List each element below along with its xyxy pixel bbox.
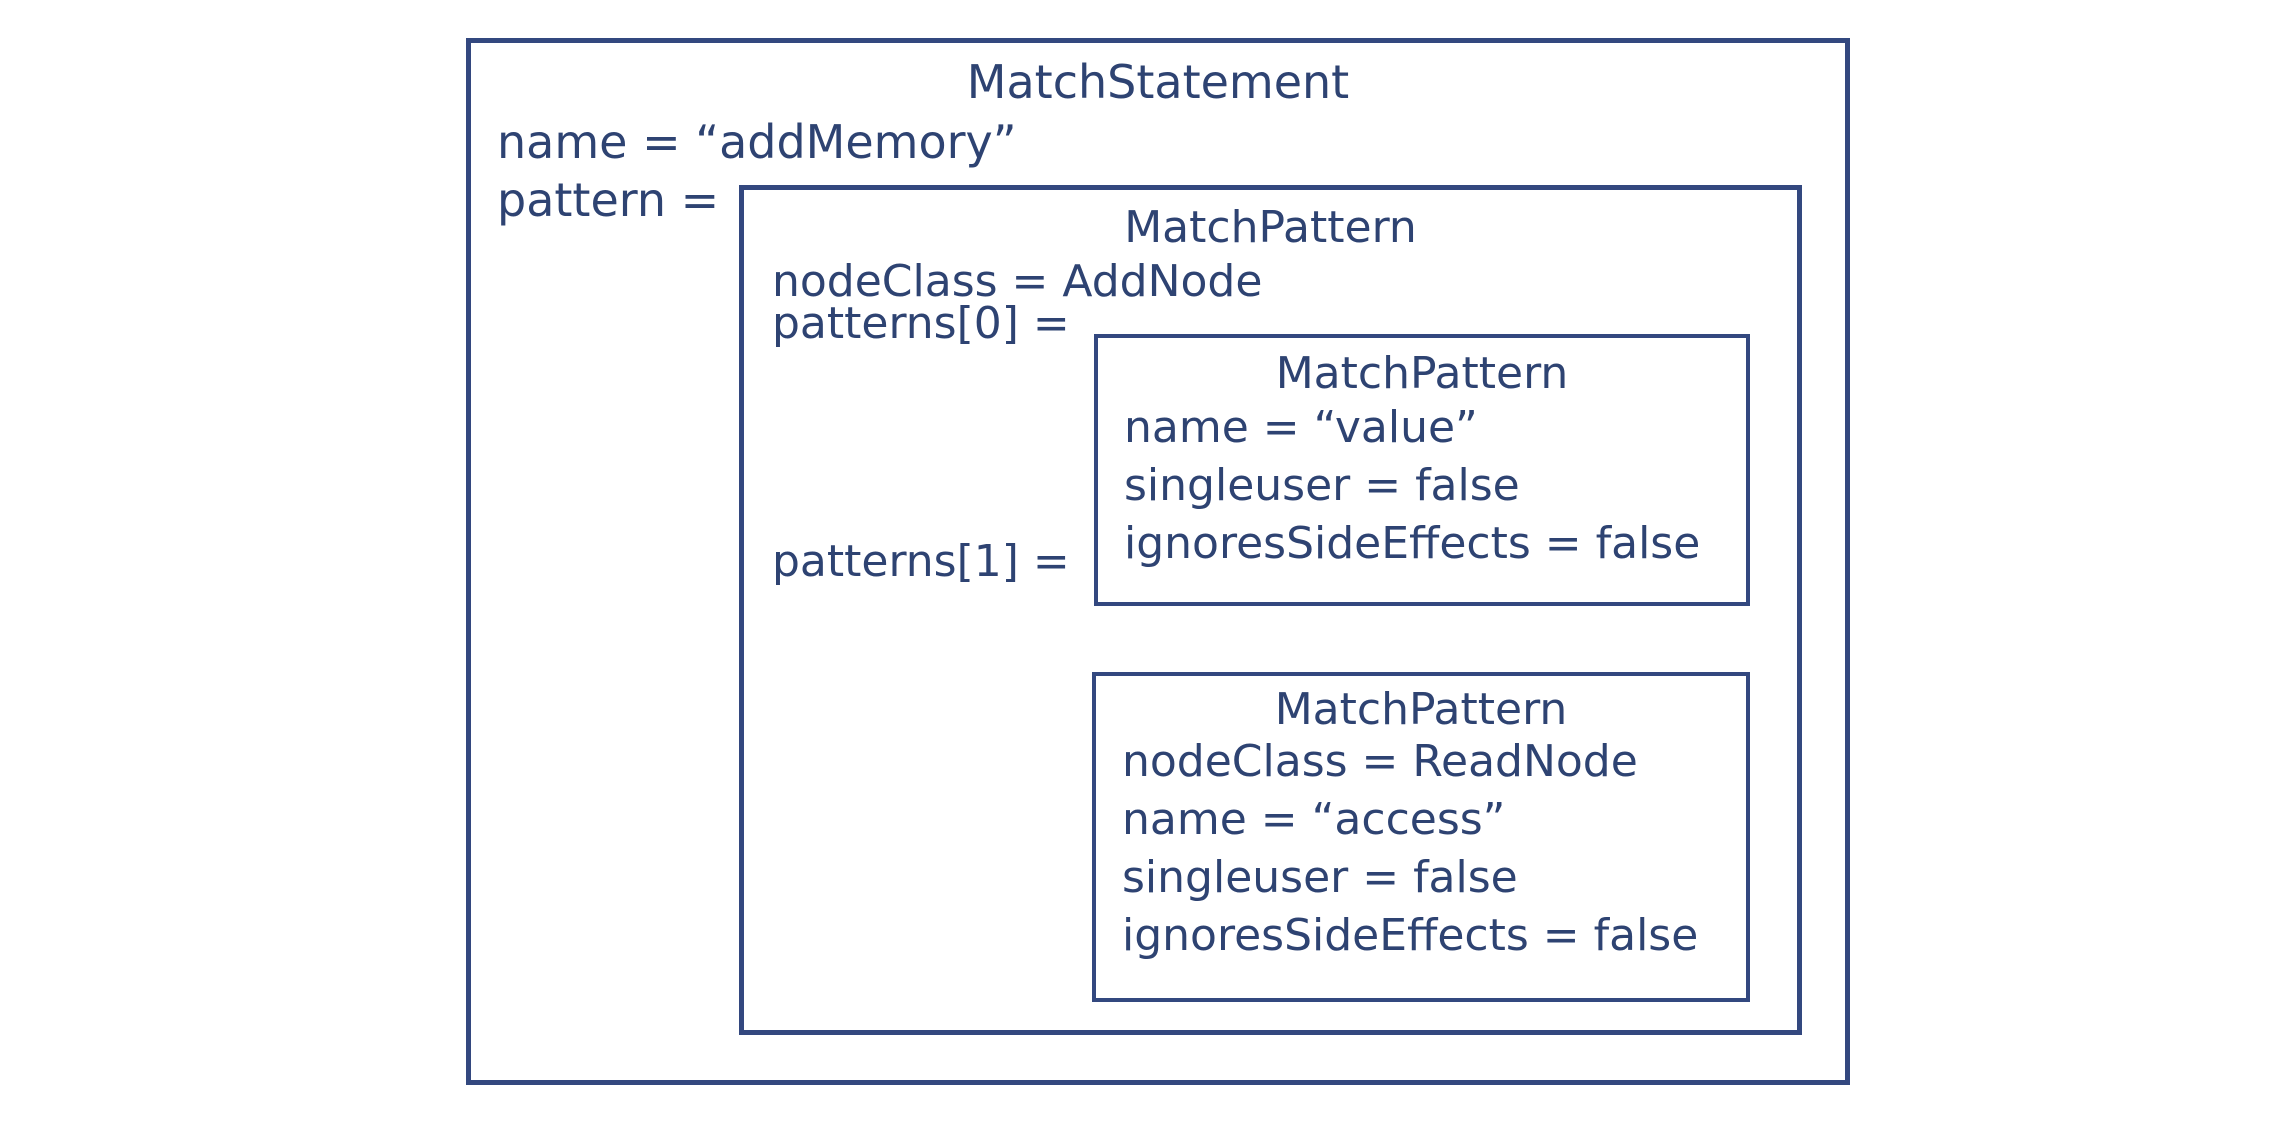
match-pattern-0-field-name: name = “value” — [1124, 402, 1478, 453]
match-statement-field-pattern: pattern = — [497, 173, 720, 227]
match-pattern-root-title: MatchPattern — [1124, 202, 1417, 253]
match-pattern-root-field-patterns0: patterns[0] = — [772, 298, 1070, 349]
match-pattern-1-field-nodeclass: nodeClass = ReadNode — [1122, 736, 1638, 787]
match-pattern-root-field-nodeclass: nodeClass = AddNode — [772, 256, 1263, 307]
match-pattern-0-field-singleuser: singleuser = false — [1124, 460, 1520, 511]
match-statement-box: MatchStatement name = “addMemory” patter… — [466, 38, 1850, 1085]
match-pattern-1-title: MatchPattern — [1274, 684, 1568, 735]
match-pattern-0-title: MatchPattern — [1275, 348, 1569, 399]
match-pattern-0-field-ignoressideeffects: ignoresSideEffects = false — [1124, 518, 1701, 569]
match-pattern-root-box: MatchPattern nodeClass = AddNode pattern… — [739, 185, 1802, 1035]
match-pattern-1-box: MatchPattern nodeClass = ReadNode name =… — [1092, 672, 1750, 1002]
match-statement-title: MatchStatement — [966, 55, 1350, 109]
match-pattern-0-box: MatchPattern name = “value” singleuser =… — [1094, 334, 1750, 606]
match-pattern-1-field-name: name = “access” — [1122, 794, 1506, 845]
match-pattern-1-field-singleuser: singleuser = false — [1122, 852, 1518, 903]
match-pattern-root-field-patterns1: patterns[1] = — [772, 536, 1070, 587]
match-statement-field-name: name = “addMemory” — [497, 115, 1017, 169]
match-pattern-1-field-ignoressideeffects: ignoresSideEffects = false — [1122, 910, 1699, 961]
